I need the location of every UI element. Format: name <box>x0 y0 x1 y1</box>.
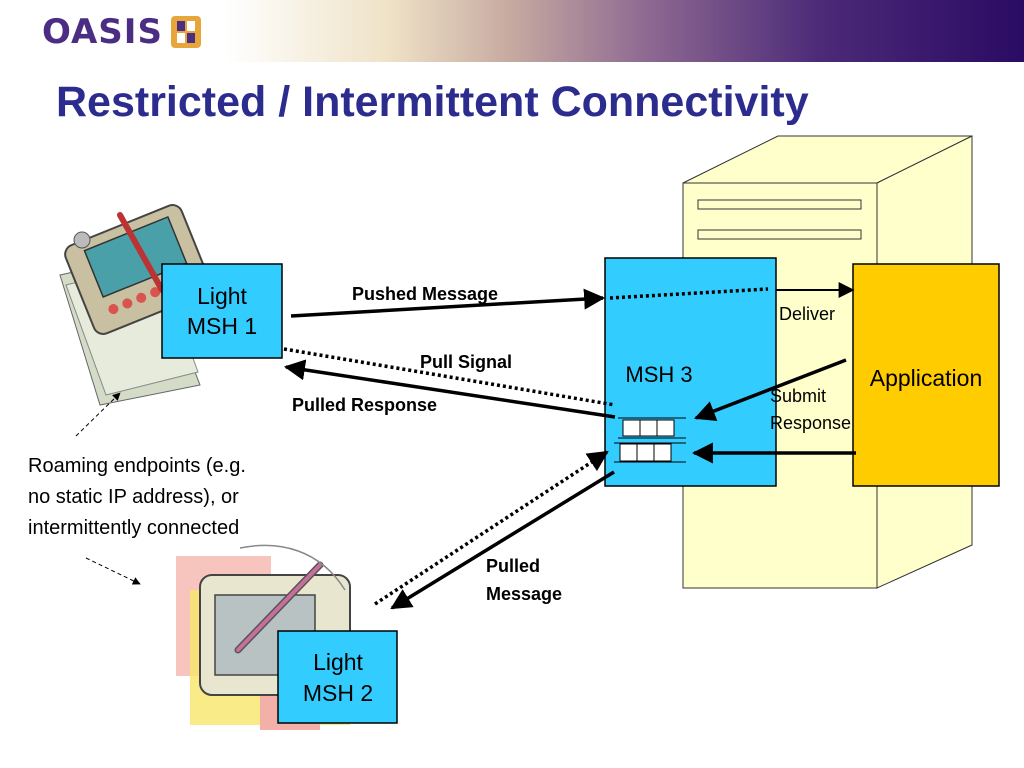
logo-text: OASIS <box>42 12 163 52</box>
submit-response-label-line2: Response <box>770 413 851 433</box>
pushed-message-label: Pushed Message <box>352 284 498 304</box>
application-box <box>852 263 1000 487</box>
pulled-message-arrow <box>390 470 615 610</box>
queue-upper <box>618 417 686 439</box>
pull-signal-label: Pull Signal <box>420 352 512 372</box>
oasis-logo-icon <box>170 16 201 48</box>
note-line2: no static IP address), or <box>28 486 239 508</box>
light-msh-2-label-line1: Light <box>313 649 363 675</box>
submit-response-arrow <box>694 358 847 421</box>
pushed-message-dotted <box>609 287 769 300</box>
page-title: Restricted / Intermittent Connectivity <box>56 78 809 126</box>
note-line3: intermittently connected <box>28 517 239 539</box>
light-msh-2-box <box>277 630 398 724</box>
deliver-label: Deliver <box>779 304 835 324</box>
light-msh-1-label-line2: MSH 1 <box>187 313 257 339</box>
pull-signal-arrow <box>283 347 616 407</box>
pushed-message-arrow <box>290 288 606 318</box>
pulled-response-arrow <box>283 359 616 419</box>
light-msh-1-label-line1: Light <box>197 283 247 309</box>
queue-lower <box>614 442 686 463</box>
oasis-logo: OASIS <box>42 12 201 52</box>
pulled-response-label: Pulled Response <box>292 395 437 415</box>
pda-device-icon <box>59 204 212 406</box>
light-msh-1-box <box>161 263 283 359</box>
pulled-message-label-line1: Pulled <box>486 556 540 576</box>
submit-response-label-line1: Submit <box>770 386 826 406</box>
header-band <box>0 0 1024 62</box>
msh-3-label: MSH 3 <box>625 362 692 387</box>
note-line1: Roaming endpoints (e.g. <box>28 455 246 477</box>
note-pointer-down <box>85 557 141 585</box>
pull-signal-msh2-arrow <box>374 450 609 606</box>
pulled-message-label-line2: Message <box>486 584 562 604</box>
note-pointer-up <box>75 392 121 437</box>
light-msh-2-label-line2: MSH 2 <box>303 680 373 706</box>
application-label: Application <box>870 365 983 391</box>
